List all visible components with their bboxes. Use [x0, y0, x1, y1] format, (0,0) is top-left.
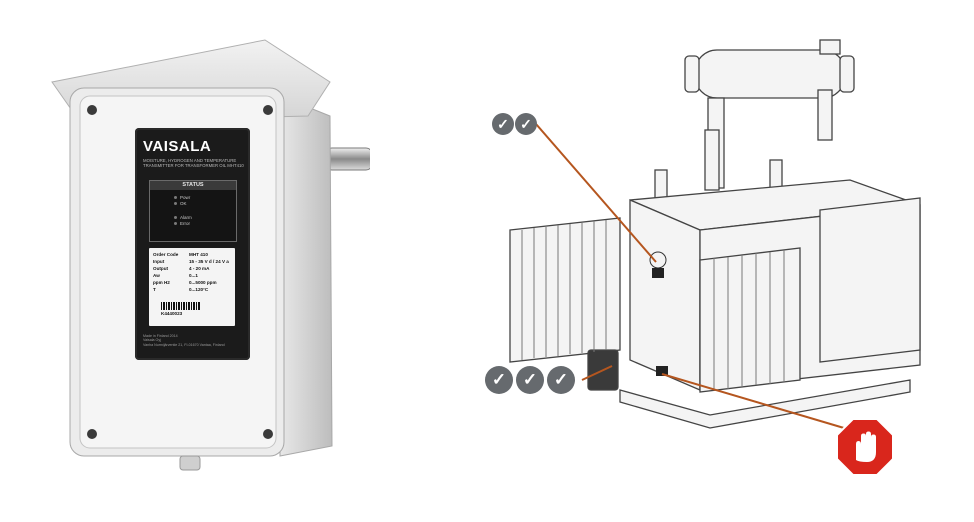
check-icon: ✓ [547, 366, 575, 394]
product-description: MOISTURE, HYDROGEN AND TEMPERATURE TRANS… [143, 158, 244, 168]
stop-hand-icon [836, 418, 894, 476]
check-icon: ✓ [515, 113, 537, 135]
check-icon: ✓ [485, 366, 513, 394]
led-error: Error [174, 221, 190, 226]
front-panel: VAISALA MOISTURE, HYDROGEN AND TEMPERATU… [135, 128, 250, 360]
led-powr: Powr [174, 195, 190, 200]
led-alarm: Alarm [174, 215, 192, 220]
led-ok: OK [174, 201, 187, 206]
brand-logo: VAISALA [143, 138, 212, 155]
manufacturer-info: Made in Finland 2014 Vaisala Oyj Vanha N… [143, 334, 225, 347]
status-title: STATUS [150, 181, 236, 190]
serial-number: K4440023 [161, 311, 183, 316]
transformer-drawing [509, 39, 921, 429]
good-breather-callout [581, 365, 613, 381]
led-icon [174, 202, 177, 205]
check-icon: ✓ [516, 366, 544, 394]
transformer-illustration [470, 20, 950, 500]
mht410-transmitter: VAISALA MOISTURE, HYDROGEN AND TEMPERATU… [40, 36, 370, 476]
good-position-callout [535, 123, 657, 263]
led-icon [174, 216, 177, 219]
bad-position-callout [661, 373, 845, 429]
led-icon [174, 196, 177, 199]
status-panel: STATUS Powr OK Alarm Error [149, 180, 237, 242]
barcode-icon [161, 302, 201, 310]
check-icon: ✓ [492, 113, 514, 135]
led-icon [174, 222, 177, 225]
